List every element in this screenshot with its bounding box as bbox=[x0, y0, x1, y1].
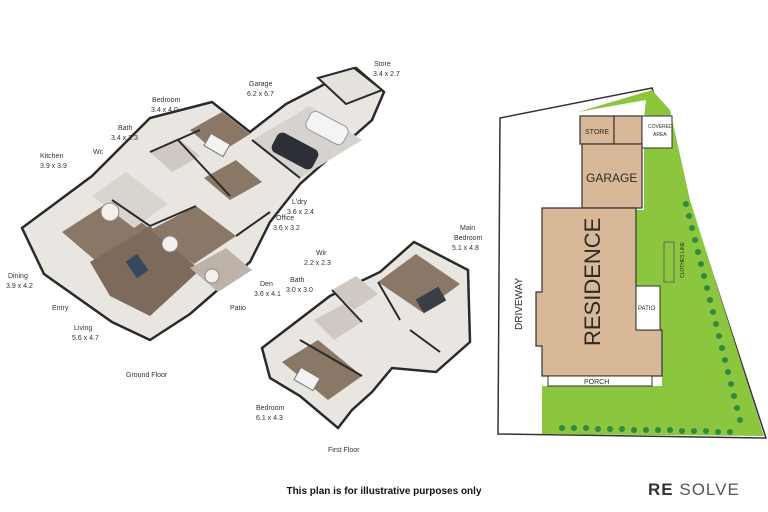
bath2-label: Bath bbox=[290, 277, 305, 284]
bath-label: Bath bbox=[118, 125, 133, 132]
dining-dims: 3.9 x 4.2 bbox=[6, 283, 33, 290]
site-residence-label: RESIDENCE bbox=[580, 218, 605, 346]
lawn bbox=[542, 90, 764, 436]
bedroom2-label: Bedroom bbox=[256, 405, 285, 412]
kitchen-dims: 3.9 x 3.9 bbox=[40, 163, 67, 170]
main-bedroom-label-2: Bedroom bbox=[454, 235, 483, 242]
site-store-label: STORE bbox=[585, 129, 609, 136]
office-dims: 3.6 x 3.2 bbox=[273, 225, 300, 232]
bedroom2-floor bbox=[282, 340, 362, 400]
bedroom-floor bbox=[190, 112, 250, 154]
bedroom2-dims: 6.1 x 4.3 bbox=[256, 415, 283, 422]
kitchen-floor bbox=[92, 172, 168, 228]
bedroom-dims: 3.4 x 4.0 bbox=[151, 107, 178, 114]
dining-label: Dining bbox=[8, 273, 28, 280]
covered-area bbox=[641, 115, 673, 149]
brand-part-1: RE bbox=[648, 480, 674, 499]
den-dims: 3.6 x 4.1 bbox=[254, 291, 281, 298]
wir-label: Wir bbox=[316, 250, 327, 257]
patio-table-icon bbox=[204, 268, 220, 284]
ground-floor-plan bbox=[20, 66, 386, 342]
garage-dims: 6.2 x 6.7 bbox=[247, 91, 274, 98]
hedge-row-bottom bbox=[559, 425, 733, 435]
site-porch-label: PORCH bbox=[584, 379, 609, 386]
main-bedroom-dims: 5.1 x 4.8 bbox=[452, 245, 479, 252]
office-label: Office bbox=[276, 215, 294, 222]
laundry-dims: 3.6 x 2.4 bbox=[287, 209, 314, 216]
store-floor bbox=[316, 66, 384, 106]
wir-floor bbox=[332, 276, 378, 310]
ground-interior-walls bbox=[111, 129, 301, 237]
first-floor-plan bbox=[260, 240, 472, 430]
table-icon bbox=[161, 235, 179, 253]
den-floor bbox=[150, 206, 236, 264]
living-label: Living bbox=[74, 325, 92, 332]
patio-floor bbox=[190, 248, 252, 292]
site-porch bbox=[547, 375, 653, 387]
first-floor-label: First Floor bbox=[328, 447, 360, 454]
bath2-floor bbox=[314, 304, 362, 340]
brand-logo: RE SOLVE bbox=[648, 480, 740, 500]
hedge-row-right bbox=[683, 201, 743, 423]
bedroom-label: Bedroom bbox=[152, 97, 181, 104]
clothes-line-icon bbox=[663, 241, 675, 283]
round-table-icon bbox=[100, 202, 120, 222]
patio-label: Patio bbox=[230, 305, 246, 312]
main-bed-icon bbox=[415, 286, 447, 314]
sofa-icon bbox=[125, 253, 149, 279]
clothes-line-label: CLOTHES LINE bbox=[680, 241, 686, 278]
kitchen-label: Kitchen bbox=[40, 153, 63, 160]
brand-part-2: SOLVE bbox=[679, 480, 740, 499]
room-labels: Store 3.4 x 2.7 Garage 6.2 x 6.7 Bedroom… bbox=[6, 61, 483, 454]
den-label: Den bbox=[260, 281, 273, 288]
main-bedroom-label-1: Main bbox=[460, 225, 475, 232]
bath-dims: 3.4 x 2.3 bbox=[111, 135, 138, 142]
bath2-dims: 3.0 x 3.0 bbox=[286, 287, 313, 294]
covered-area-label-1: COVERED bbox=[648, 124, 673, 130]
bed2-icon bbox=[293, 366, 321, 392]
car-white-icon bbox=[305, 110, 349, 146]
office-floor bbox=[204, 160, 262, 200]
site-plan: STORE COVERED AREA GARAGE RESIDENCE DRIV… bbox=[497, 87, 768, 439]
garage-label: Garage bbox=[249, 81, 272, 88]
bed-icon bbox=[203, 132, 231, 158]
driveway-label: DRIVEWAY bbox=[514, 277, 525, 330]
disclaimer-caption: This plan is for illustrative purposes o… bbox=[286, 486, 482, 497]
store-dims: 3.4 x 2.7 bbox=[373, 71, 400, 78]
entry-label: Entry bbox=[52, 305, 69, 312]
site-store bbox=[579, 115, 615, 145]
car-dark-icon bbox=[271, 132, 319, 170]
wc-label: Wc bbox=[93, 149, 104, 156]
site-patio-label: PATIO bbox=[638, 306, 655, 312]
site-patio bbox=[635, 285, 661, 331]
living-dims: 5.6 x 4.7 bbox=[72, 335, 99, 342]
site-garage-label: GARAGE bbox=[586, 171, 637, 185]
laundry-label: L'dry bbox=[292, 199, 307, 206]
ground-floor-label: Ground Floor bbox=[126, 372, 168, 379]
site-store-2 bbox=[613, 115, 643, 145]
first-interior-walls bbox=[299, 281, 441, 377]
covered-area-label-2: AREA bbox=[653, 132, 667, 138]
store-label: Store bbox=[374, 61, 391, 68]
wir-dims: 2.2 x 2.3 bbox=[304, 260, 331, 267]
